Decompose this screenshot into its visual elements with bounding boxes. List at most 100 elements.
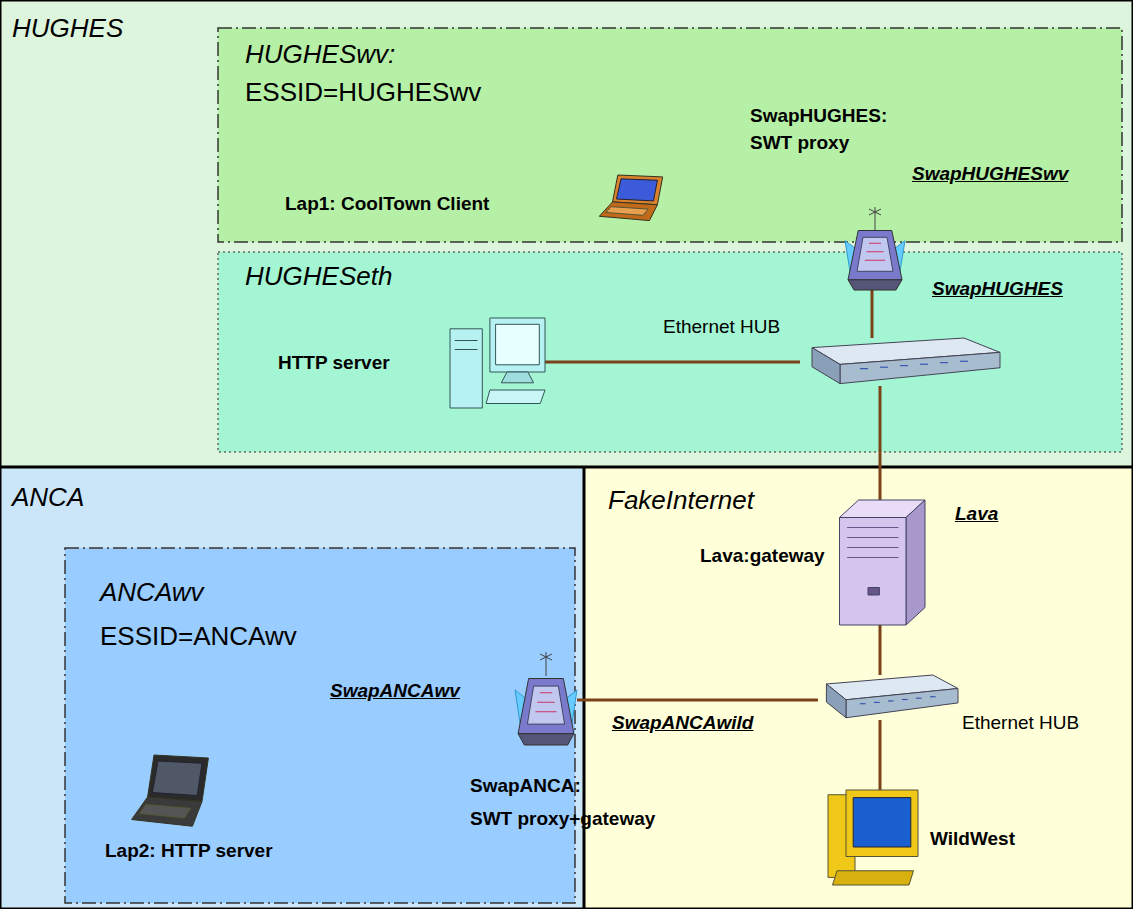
device-name: Lap2: HTTP server — [105, 840, 273, 862]
workstation: WildWest — [828, 790, 918, 885]
hub-icon — [818, 675, 958, 720]
laptop-screen — [152, 761, 202, 796]
region-ground — [218, 252, 1122, 452]
zone-name: FakeInternet — [608, 486, 754, 516]
icon-shapes — [812, 338, 1000, 384]
access-point-leds — [535, 693, 556, 712]
network-cable — [879, 720, 882, 790]
ethernet-hub: Ethernet HUB — [818, 675, 958, 720]
network-cable — [545, 361, 800, 364]
region-ground — [218, 28, 1122, 242]
device-name: Ethernet HUB — [962, 712, 1079, 734]
laptop-keys — [606, 207, 648, 216]
icon-shapes — [515, 652, 577, 745]
host-name: Lava — [955, 503, 998, 525]
icon-shapes — [132, 755, 209, 826]
drive-slots — [455, 341, 478, 350]
laptop-icon — [598, 175, 664, 223]
hub-front — [840, 352, 1000, 383]
laptop: Lap1: CoolTown Client — [598, 175, 664, 223]
device-role: SWT proxy+gateway — [470, 808, 655, 830]
access-point-foot — [848, 280, 902, 290]
access-point-panel — [527, 686, 564, 724]
essid-label: ESSID=ANCAwv — [100, 622, 297, 652]
desktop-icon — [450, 318, 545, 408]
keyboard — [833, 871, 914, 885]
device-name: HTTP server — [278, 352, 390, 374]
laptop-base — [599, 202, 657, 221]
access-point: SwapANCAwvSwapANCAwildSwapANCA:SWT proxy… — [515, 650, 577, 745]
icon-shapes — [840, 500, 926, 625]
network-cable — [879, 386, 882, 500]
access-point-body — [848, 231, 902, 280]
access-point: SwapHUGHES:SWT proxySwapHUGHESwvSwapHUGH… — [845, 205, 905, 290]
zone-name: HUGHES — [12, 14, 123, 44]
antenna-tip — [540, 654, 552, 660]
wireless-cell: SwapANCAwvSwapANCAwildSwapANCA:SWT proxy… — [65, 548, 575, 903]
icon-shapes — [826, 675, 958, 718]
wireless-cell: SwapHUGHES:SWT proxySwapHUGHESwvSwapHUGH… — [218, 28, 1122, 242]
monitor-screen — [853, 798, 911, 847]
region-ground — [585, 468, 1133, 909]
device-name: SwapANCA: — [470, 775, 581, 797]
zone-name: ANCA — [12, 483, 84, 513]
server-pc: HTTP server — [450, 318, 545, 408]
tower-side — [906, 500, 925, 625]
segment-name: HUGHESeth — [245, 262, 392, 292]
laptop-screen — [616, 179, 657, 201]
device-name: Ethernet HUB — [663, 316, 780, 338]
laptop-lid — [613, 175, 663, 205]
device-name: Lava:gateway — [700, 545, 825, 567]
ap-icon — [515, 650, 577, 745]
antenna — [875, 207, 876, 231]
access-point-body — [518, 679, 574, 734]
network-cable — [577, 699, 818, 702]
ethernet-hub: Ethernet HUB — [800, 338, 1000, 386]
interface-name: SwapANCAwv — [330, 680, 460, 702]
antenna — [546, 652, 547, 676]
pc-tower — [450, 329, 482, 408]
icon-shapes — [828, 790, 918, 885]
hub-ports — [860, 697, 936, 704]
hub-side — [826, 684, 846, 718]
cell-name: HUGHESwv: — [245, 40, 395, 70]
interface-name: SwapHUGHES — [932, 278, 1063, 300]
zone-band: SwapHUGHES: SWT proxySwapHUGHESwvSwapHUGH… — [0, 0, 1133, 467]
icon-shapes — [599, 175, 662, 221]
interface-name: SwapHUGHESwv — [912, 163, 1068, 185]
interface-name: SwapANCAwild — [612, 712, 753, 734]
monitor — [846, 790, 918, 857]
network-cable — [871, 290, 874, 338]
access-point-leds — [865, 243, 885, 260]
drive-bays — [847, 528, 898, 558]
monitor-screen — [496, 324, 540, 365]
region-ground — [65, 548, 575, 903]
device-role: SWT proxy — [750, 132, 849, 154]
laptop-lid — [148, 755, 209, 802]
hub-side — [812, 348, 840, 384]
essid-label: ESSID=HUGHESwv — [245, 78, 481, 108]
region-ground — [1, 1, 1133, 467]
laptop: Lap2: HTTP server — [130, 755, 210, 830]
monitor — [490, 318, 545, 372]
zone-band: SwapANCAwvSwapANCAwildSwapANCA:SWT proxy… — [0, 467, 584, 909]
tower-front — [840, 518, 907, 626]
ap-icon — [845, 205, 905, 290]
monitor-stand — [501, 372, 533, 383]
device-name: SwapHUGHES: — [750, 105, 887, 127]
laptop-base — [132, 797, 202, 826]
zone-band: Lava:gateway LavaEthernet HUB WildWest Fake… — [584, 467, 1133, 909]
network-cable — [879, 625, 882, 675]
access-point-panel — [857, 237, 893, 271]
antenna-tip — [869, 209, 881, 215]
access-point-foot — [518, 734, 574, 745]
hub-front — [846, 689, 958, 718]
device-name: Lap1: CoolTown Client — [285, 193, 489, 215]
power-button — [868, 588, 879, 596]
yellowpc-icon — [828, 790, 918, 885]
hub-ports — [860, 361, 968, 368]
laptop2-icon — [130, 755, 210, 830]
cell-name: ANCAwv — [100, 578, 204, 608]
hub-icon — [800, 338, 1000, 386]
